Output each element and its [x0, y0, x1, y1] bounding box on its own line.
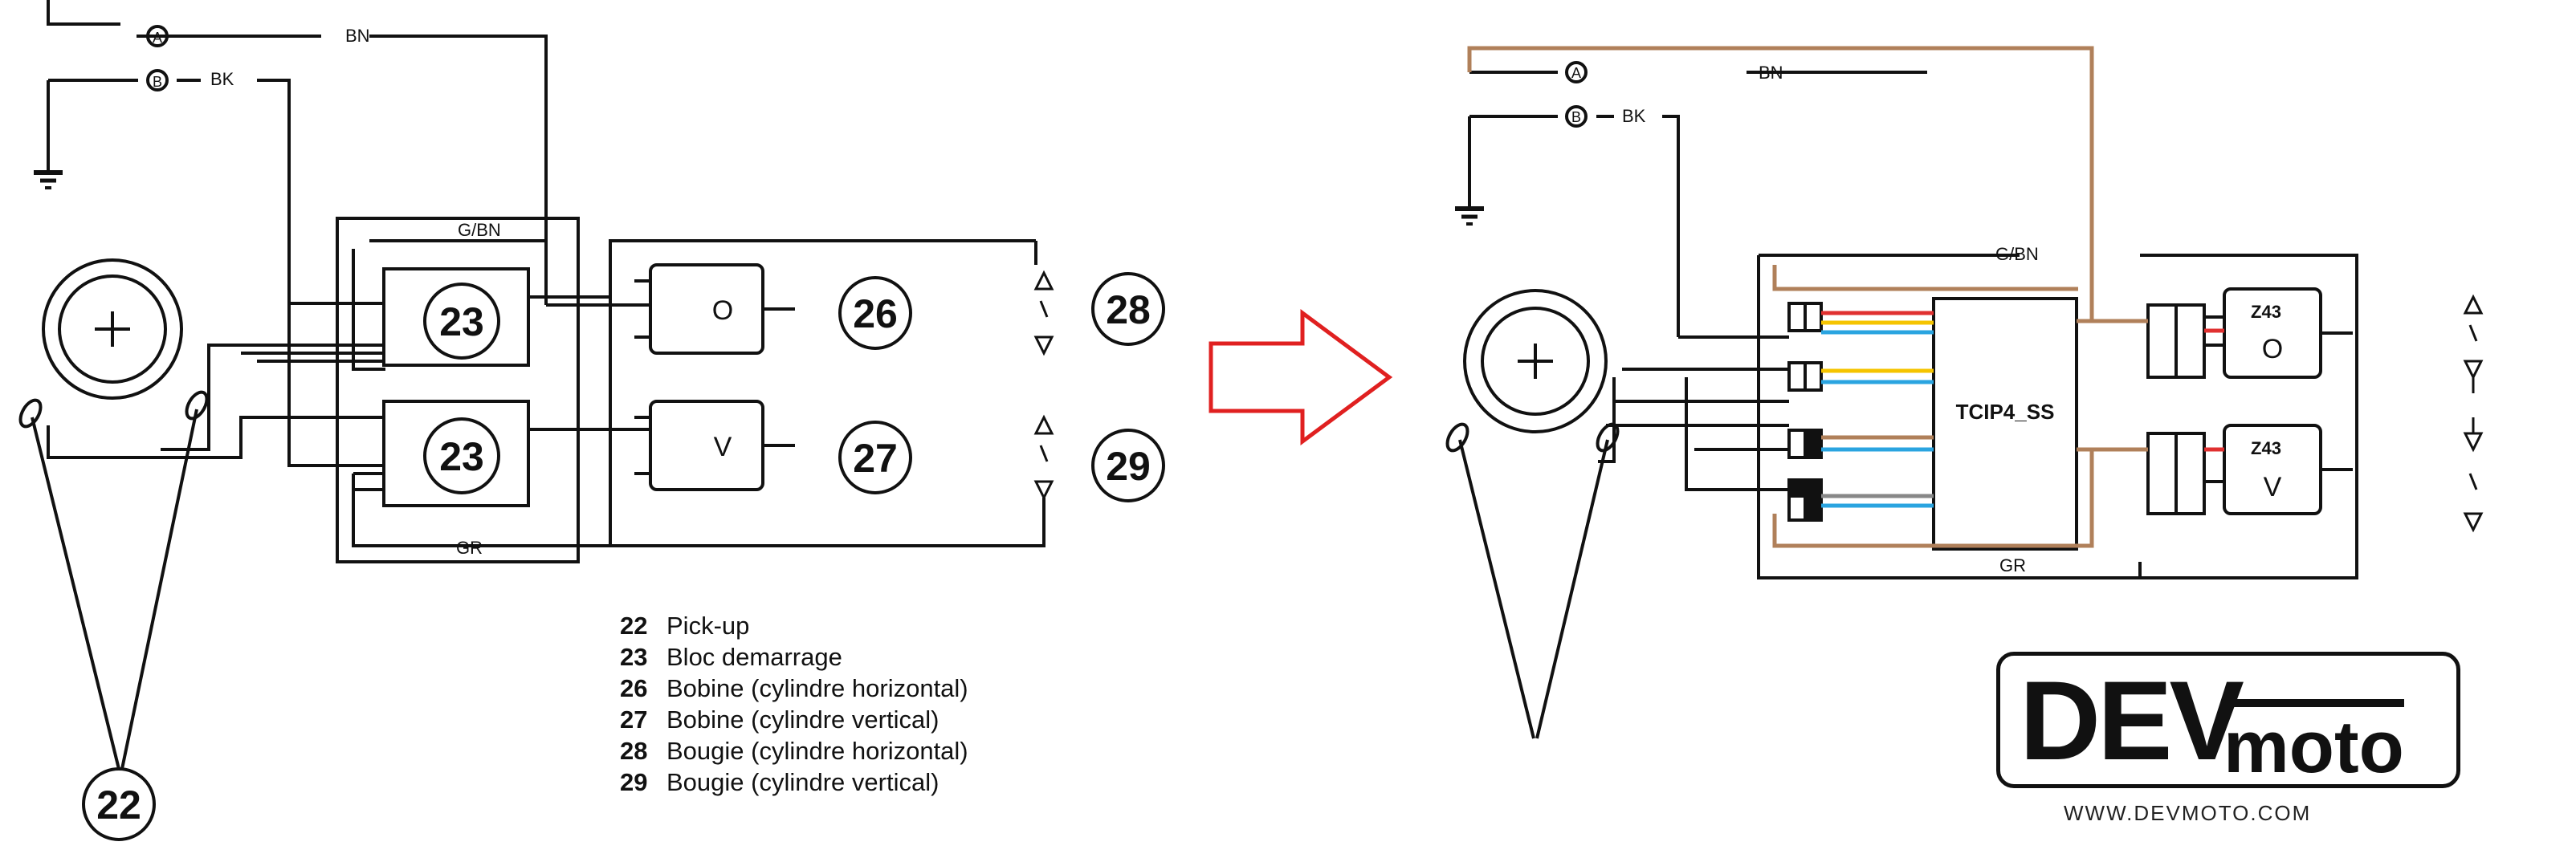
legend-item: 23 Bloc demarrage [620, 641, 968, 673]
wire-label-g-bn-right: G/BN [1995, 244, 2039, 264]
wire-label-gr-right: GR [1999, 555, 2026, 575]
component-23-top-number: 23 [439, 299, 484, 344]
legend-item: 26 Bobine (cylindre horizontal) [620, 673, 968, 704]
legend-text: Bougie (cylindre horizontal) [666, 737, 968, 765]
connector-a-label-right: A [1571, 65, 1581, 81]
module-connector-1 [1787, 302, 1823, 332]
spark-plug-vertical-right [2463, 417, 2484, 533]
component-22-number: 22 [96, 783, 141, 827]
arrow-icon [1209, 309, 1393, 445]
starter-block-top [382, 267, 530, 367]
legend-text: Pick-up [666, 612, 750, 640]
legend-text: Bobine (cylindre vertical) [666, 705, 940, 734]
modified-diagram [1445, 61, 2358, 739]
legend-text: Bougie (cylindre vertical) [666, 768, 940, 796]
original-diagram [18, 0, 1165, 841]
coil-label-bottom: Z43 [2251, 438, 2281, 458]
pickup-rotor-right [1463, 289, 1608, 433]
component-28-circle [1091, 272, 1165, 346]
legend-number: 28 [620, 737, 648, 765]
logo-main-text: DEV [2020, 657, 2244, 783]
component-26-circle [838, 276, 912, 350]
legend-item: 27 Bobine (cylindre vertical) [620, 704, 968, 735]
component-28-number: 28 [1106, 287, 1151, 332]
component-26-number: 26 [853, 291, 898, 336]
coil-vertical [634, 400, 795, 491]
spark-plug-horizontal [1033, 270, 1054, 356]
logo-sub-text: moto [2223, 699, 2404, 787]
component-27-circle [838, 421, 912, 494]
pickup-sensor-left-right [1445, 422, 1469, 453]
component-23-top-circle [423, 283, 500, 360]
connector-b [146, 69, 169, 91]
coil-letter-vertical-right: V [2264, 472, 2282, 502]
starter-block-bottom [382, 400, 530, 507]
tcip-module-box [1932, 297, 2078, 551]
wire-label-g-bn: G/BN [458, 220, 501, 240]
pickup-rotor [42, 258, 183, 400]
spark-plug-horizontal-right [2463, 294, 2484, 393]
wire-label-bn-right: BN [1759, 63, 1783, 83]
legend-text: Bloc demarrage [666, 643, 842, 671]
wire-label-bn: BN [345, 26, 370, 46]
legend-number: 22 [620, 612, 648, 640]
legend-text: Bobine (cylindre horizontal) [666, 674, 968, 702]
component-23-bottom-number: 23 [439, 434, 484, 479]
legend-number: 27 [620, 705, 648, 734]
connector-a [146, 25, 169, 47]
component-23-bottom-circle [423, 417, 500, 494]
coil-label-top: Z43 [2251, 302, 2281, 322]
modified-wiring-colours [1467, 46, 2224, 548]
legend-item: 29 Bougie (cylindre vertical) [620, 766, 968, 798]
spark-plug-vertical [1033, 414, 1054, 501]
wire-label-gr: GR [456, 538, 483, 558]
legend-number: 23 [620, 643, 648, 671]
coil-letter-horizontal-right: O [2262, 334, 2283, 364]
coil-letter-horizontal: O [712, 295, 733, 326]
connector-b-label: B [153, 74, 162, 90]
pickup-sensor-left [18, 398, 43, 429]
legend-number: 29 [620, 768, 648, 796]
connector-b-right [1565, 105, 1588, 128]
legend-number: 26 [620, 674, 648, 702]
coil-letter-vertical: V [714, 432, 732, 462]
devmoto-logo: DEV moto [1996, 652, 2460, 788]
pickup-sensor-right [185, 390, 209, 421]
logo-url: WWW.DEVMOTO.COM [2064, 801, 2312, 825]
module-connector-3 [1787, 429, 1823, 459]
module-connector-2 [1787, 361, 1823, 392]
module-label: TCIP4_SS [1956, 400, 2055, 424]
component-29-number: 29 [1106, 444, 1151, 489]
module-connector-4 [1787, 478, 1823, 522]
connector-a-label: A [153, 30, 162, 46]
pickup-sensor-right-right [1596, 422, 1620, 453]
component-29-circle [1091, 429, 1165, 502]
coil-horizontal [634, 263, 795, 355]
ground-icon [1455, 206, 1484, 226]
ground-icon [34, 170, 63, 189]
legend-item: 22 Pick-up [620, 610, 968, 641]
connector-b-label-right: B [1571, 109, 1581, 125]
wire-label-bk-right: BK [1622, 106, 1646, 126]
wire-label-bk: BK [210, 69, 234, 89]
legend-item: 28 Bougie (cylindre horizontal) [620, 735, 968, 766]
component-27-number: 27 [853, 436, 898, 481]
connector-a-right [1565, 61, 1588, 83]
